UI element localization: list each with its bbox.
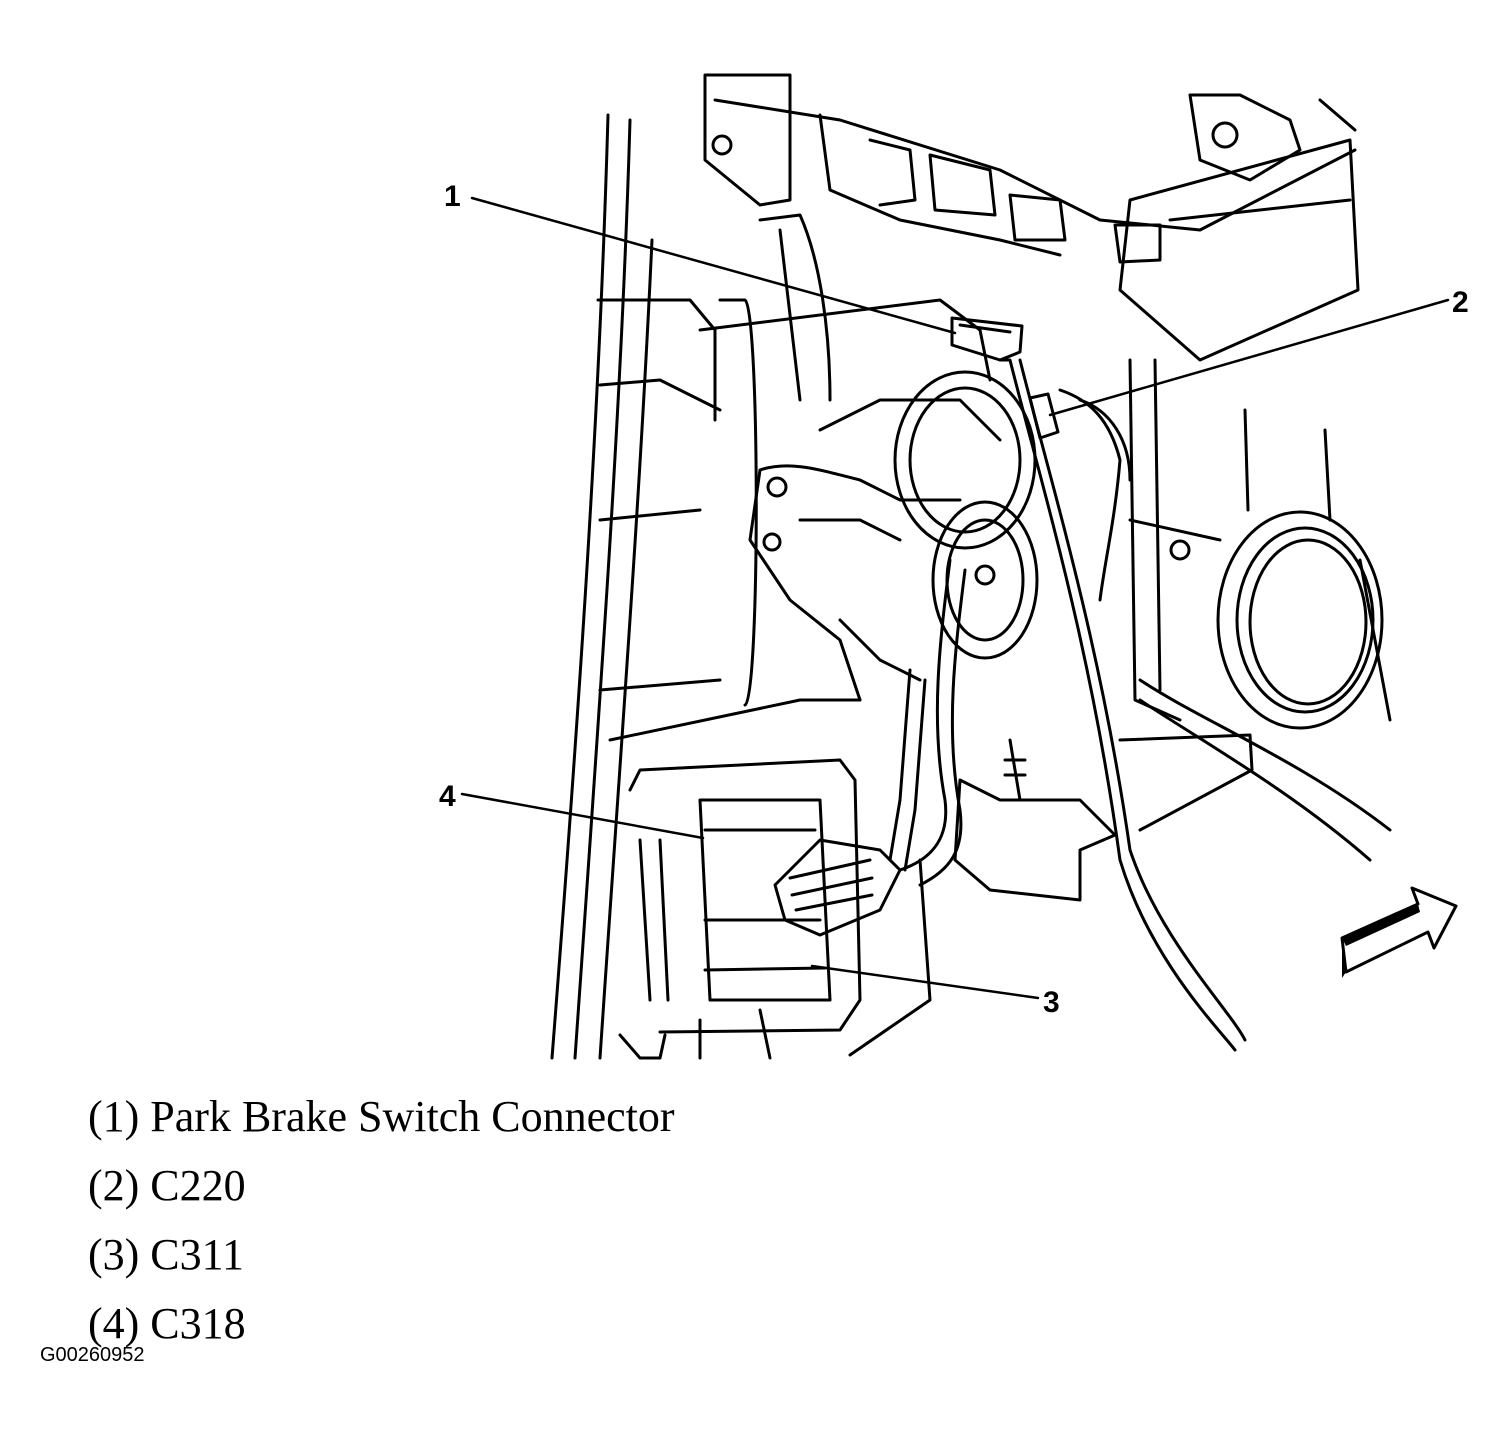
component-legend: (1) Park Brake Switch Connector (2) C220… xyxy=(88,1082,675,1358)
direction-arrow-icon xyxy=(1340,886,1458,978)
legend-item-1: (1) Park Brake Switch Connector xyxy=(88,1092,675,1141)
lower-bracket xyxy=(698,738,1117,1060)
connector-block xyxy=(618,758,862,1060)
pivot-boss xyxy=(893,370,1039,660)
figure-id: G00260952 xyxy=(40,1344,145,1366)
legend-item-2: (2) C220 xyxy=(88,1161,246,1210)
pedal-bracket xyxy=(698,213,1002,702)
dash-brackets xyxy=(703,73,1360,362)
legend-item-3: (3) C311 xyxy=(88,1230,245,1279)
callout-4: 4 xyxy=(439,780,456,813)
release-handle xyxy=(773,838,902,937)
callout-3: 3 xyxy=(1043,986,1060,1019)
right-panel xyxy=(1118,358,1392,862)
legend-item-4: (4) C318 xyxy=(88,1299,246,1348)
callout-2: 2 xyxy=(1452,286,1469,319)
c220-connector xyxy=(1028,392,1060,440)
wiring-harness xyxy=(888,358,1247,1052)
callout-1: 1 xyxy=(444,180,461,213)
park-brake-switch-connector xyxy=(950,316,1024,362)
leader-lines xyxy=(460,196,1450,1000)
